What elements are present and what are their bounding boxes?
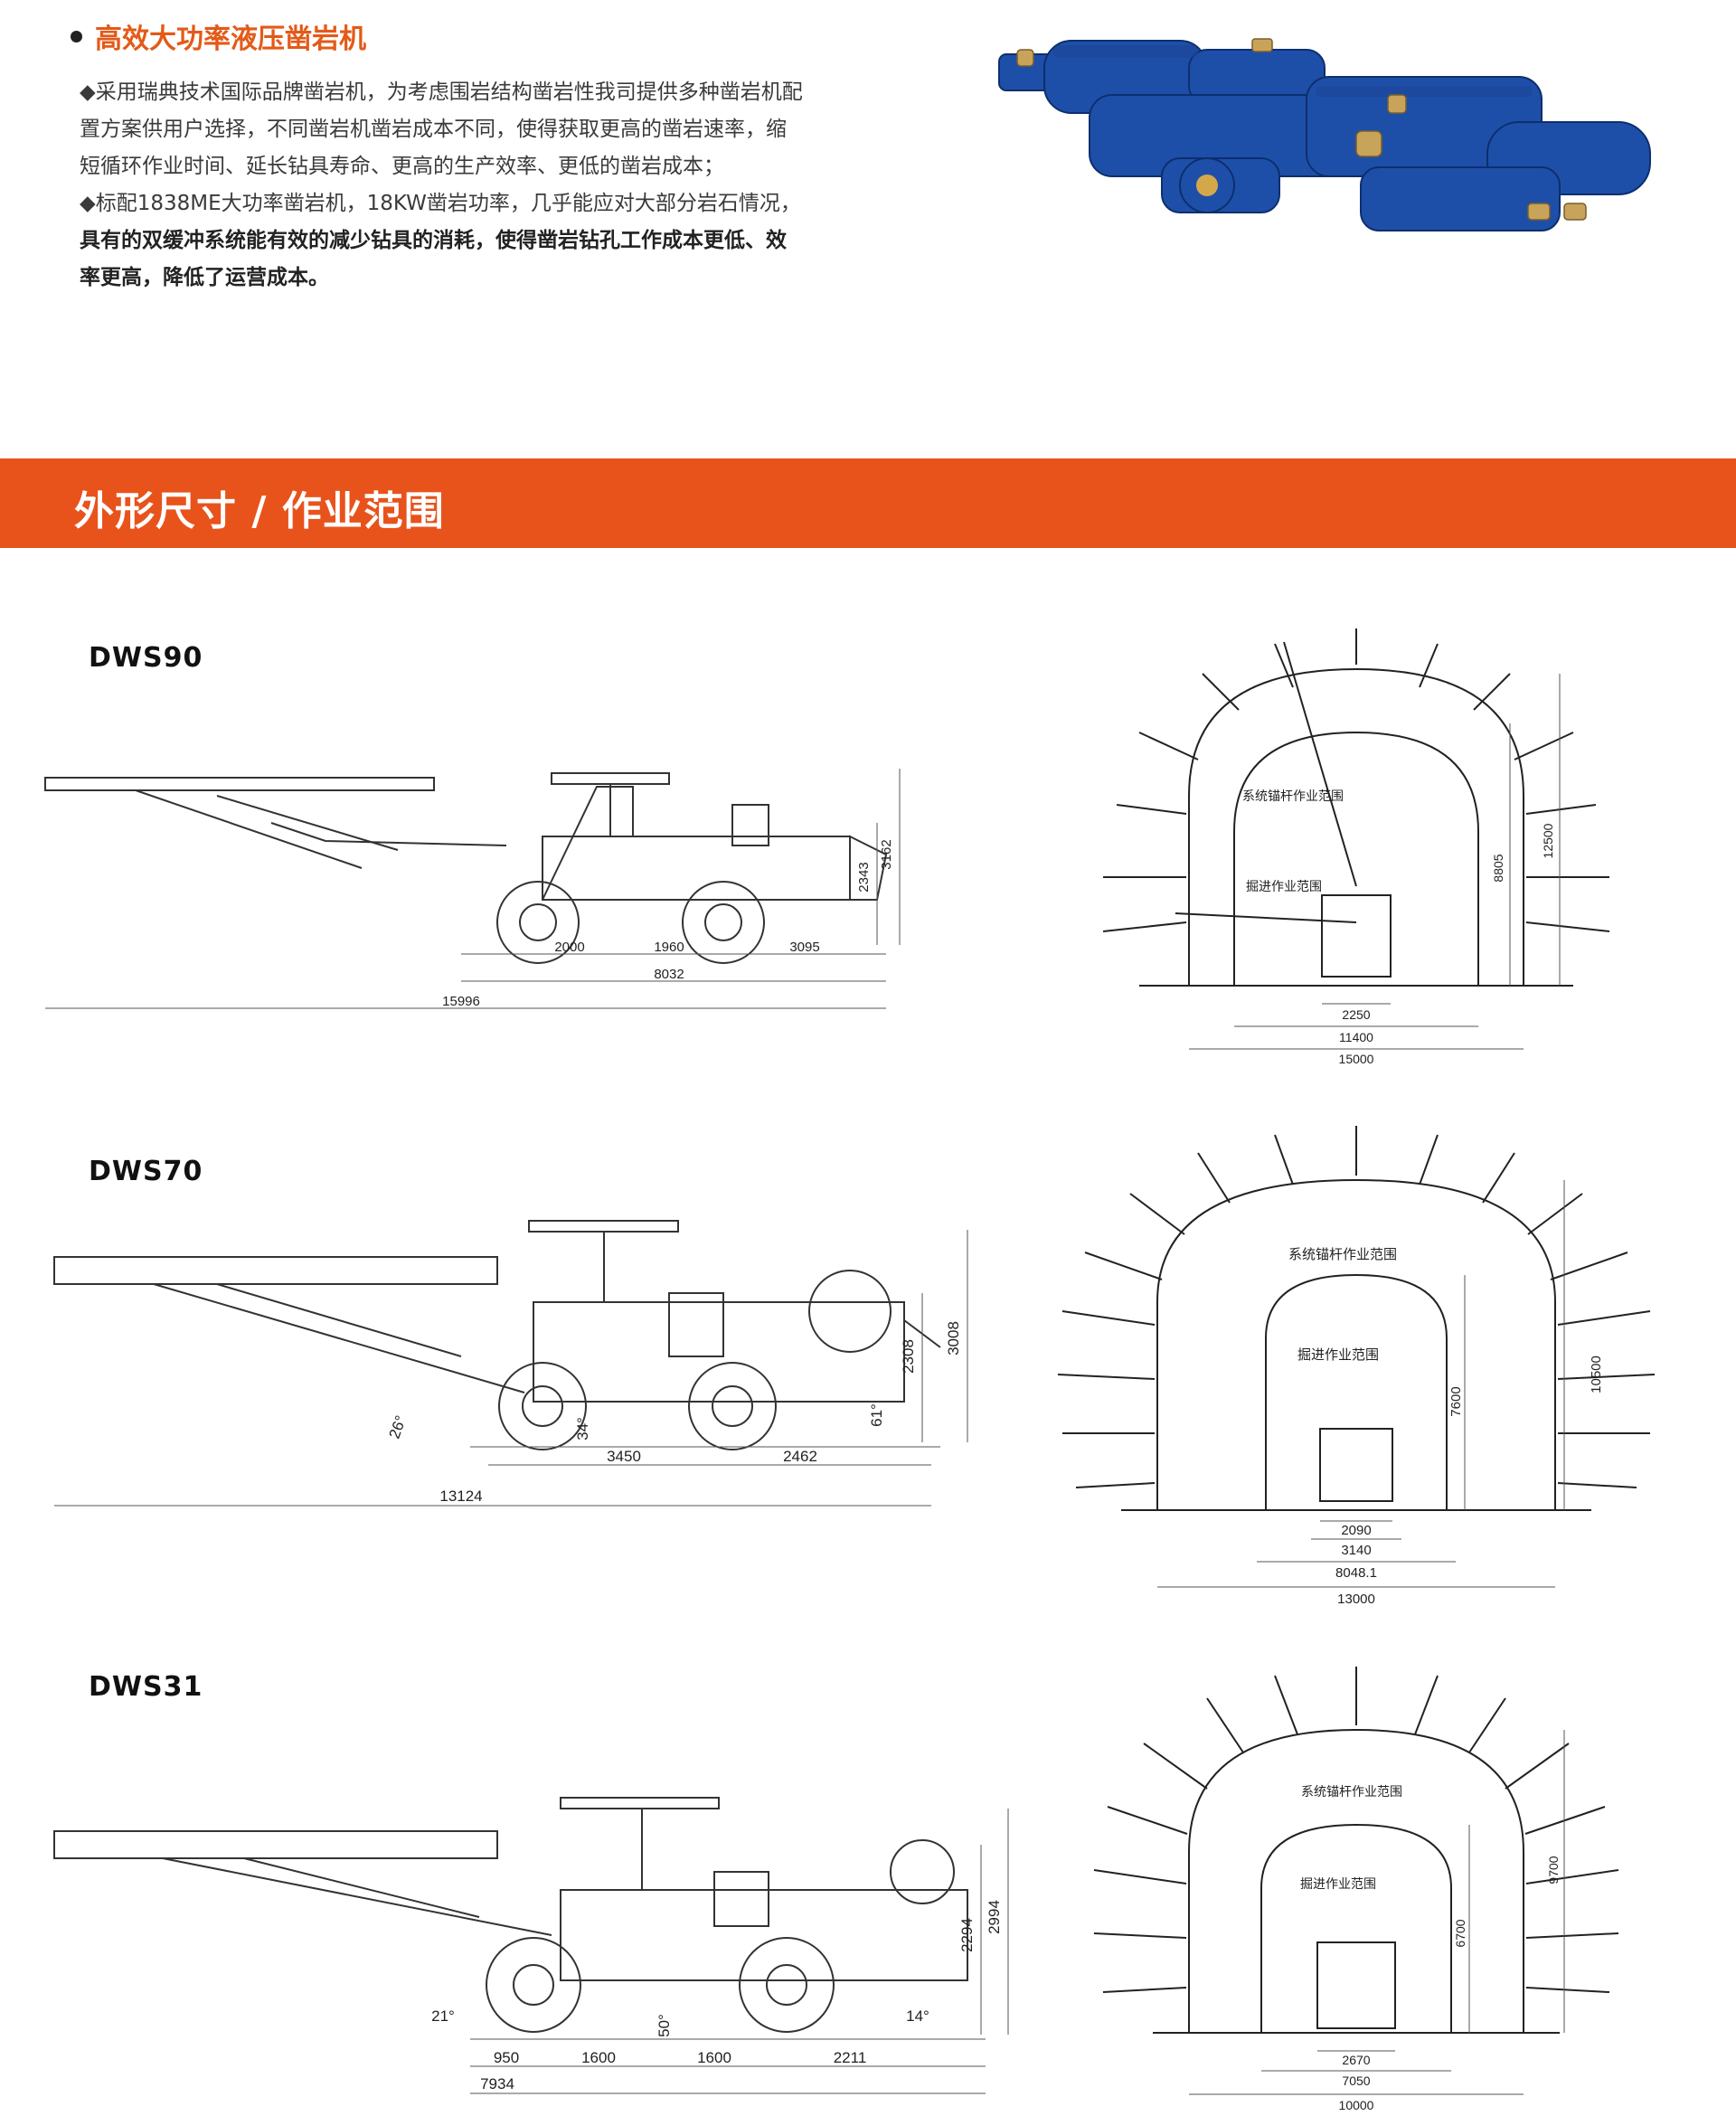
dim-9700: 9700 xyxy=(1546,1856,1561,1884)
section-banner: 外形尺寸 / 作业范围 xyxy=(0,458,1736,548)
dim-2211: 2211 xyxy=(834,2049,867,2066)
label-bolting-range: 系统锚杆作业范围 xyxy=(1301,1784,1402,1799)
angle-61: 61° xyxy=(868,1403,885,1427)
angle-34: 34° xyxy=(574,1417,591,1441)
dim-13000: 13000 xyxy=(1337,1592,1375,1607)
dim-7600: 7600 xyxy=(1448,1386,1464,1416)
label-bolting-range: 系统锚杆作业范围 xyxy=(1242,789,1344,803)
dim-12500: 12500 xyxy=(1541,823,1555,858)
dim-1960: 1960 xyxy=(654,940,684,955)
label-tunneling-range: 掘进作业范围 xyxy=(1300,1876,1376,1891)
dws31-side-view-drawing: 950 1600 1600 2211 7934 2294 2994 21° 14… xyxy=(53,1797,1009,2094)
feature-description: ◆采用瑞典技术国际品牌凿岩机，为考虑围岩结构凿岩性我司提供多种凿岩机配置方案供用… xyxy=(80,74,803,297)
dim-10500: 10500 xyxy=(1589,1356,1604,1393)
dws70-tunnel-section-drawing: 系统锚杆作业范围 掘进作业范围 2090 3140 8048.1 13000 7… xyxy=(1057,1126,1656,1607)
feature-title: 高效大功率液压凿岩机 xyxy=(71,16,366,56)
hydraulic-rock-drill-image xyxy=(998,38,1651,231)
dim-7050: 7050 xyxy=(1342,2073,1370,2088)
dim-3008: 3008 xyxy=(945,1321,962,1356)
model-title-dws90: DWS90 xyxy=(89,642,203,674)
label-tunneling-range: 掘进作业范围 xyxy=(1246,879,1322,893)
dim-1600-b: 1600 xyxy=(697,2049,731,2066)
dim-8032: 8032 xyxy=(654,967,684,982)
feature-paragraph-2-bold: 具有的双缓冲系统能有效的减少钻具的消耗，使得凿岩钻孔工作成本更低、效率更高，降低… xyxy=(80,229,787,289)
dim-1600-a: 1600 xyxy=(581,2049,616,2066)
feature-paragraph-2: ◆标配1838ME大功率凿岩机，18KW凿岩功率，几乎能应对大部分岩石情况， 具有… xyxy=(80,185,803,297)
feature-title-text: 高效大功率液压凿岩机 xyxy=(95,24,366,55)
model-title-dws31: DWS31 xyxy=(89,1671,203,1703)
dim-950: 950 xyxy=(494,2049,519,2066)
label-bolting-range: 系统锚杆作业范围 xyxy=(1288,1247,1397,1262)
dim-3162: 3162 xyxy=(879,839,894,869)
dim-6700: 6700 xyxy=(1453,1919,1467,1947)
dws31-tunnel-section-drawing: 系统锚杆作业范围 掘进作业范围 2670 7050 10000 6700 970… xyxy=(1093,1667,1619,2112)
angle-26: 26° xyxy=(386,1413,410,1441)
dim-2000: 2000 xyxy=(554,940,584,955)
dim-10000: 10000 xyxy=(1339,2098,1374,2112)
angle-50: 50° xyxy=(656,2014,673,2037)
feature-paragraph-2-plain: ◆标配1838ME大功率凿岩机，18KW凿岩功率，几乎能应对大部分岩石情况， xyxy=(80,192,801,215)
section-title: 外形尺寸 / 作业范围 xyxy=(74,488,445,534)
dim-13124: 13124 xyxy=(439,1488,482,1505)
dim-11400: 11400 xyxy=(1339,1030,1373,1044)
label-tunneling-range: 掘进作业范围 xyxy=(1297,1347,1379,1363)
dim-3095: 3095 xyxy=(789,940,819,955)
dim-2670: 2670 xyxy=(1342,2053,1370,2067)
angle-14: 14° xyxy=(906,2007,929,2025)
dim-2294: 2294 xyxy=(958,1918,976,1952)
dim-2250: 2250 xyxy=(1342,1007,1370,1022)
dim-2462: 2462 xyxy=(783,1448,817,1465)
dim-3140: 3140 xyxy=(1341,1543,1371,1558)
dim-2308: 2308 xyxy=(900,1339,917,1374)
model-title-dws70: DWS70 xyxy=(89,1156,203,1187)
dim-8048: 8048.1 xyxy=(1335,1565,1377,1581)
dim-15000: 15000 xyxy=(1339,1052,1374,1066)
angle-21: 21° xyxy=(431,2007,455,2025)
dws90-tunnel-section-drawing: 系统锚杆作业范围 掘进作业范围 2250 11400 15000 8805 12… xyxy=(1102,628,1610,1066)
dim-2994: 2994 xyxy=(986,1900,1003,1934)
dim-15996: 15996 xyxy=(442,994,480,1009)
dim-8805: 8805 xyxy=(1491,854,1505,882)
feature-paragraph-1: ◆采用瑞典技术国际品牌凿岩机，为考虑围岩结构凿岩性我司提供多种凿岩机配置方案供用… xyxy=(80,80,803,178)
dim-7934: 7934 xyxy=(480,2075,514,2092)
dim-2090: 2090 xyxy=(1341,1523,1371,1538)
dim-2343: 2343 xyxy=(856,862,872,892)
bullet-dot-icon xyxy=(71,30,82,43)
dws70-side-view-drawing: 3450 2462 13124 2308 3008 26° 34° 61° xyxy=(53,1220,968,1507)
dws90-side-view-drawing: 2000 1960 3095 8032 15996 2343 3162 xyxy=(44,769,901,1009)
dim-3450: 3450 xyxy=(607,1448,641,1465)
